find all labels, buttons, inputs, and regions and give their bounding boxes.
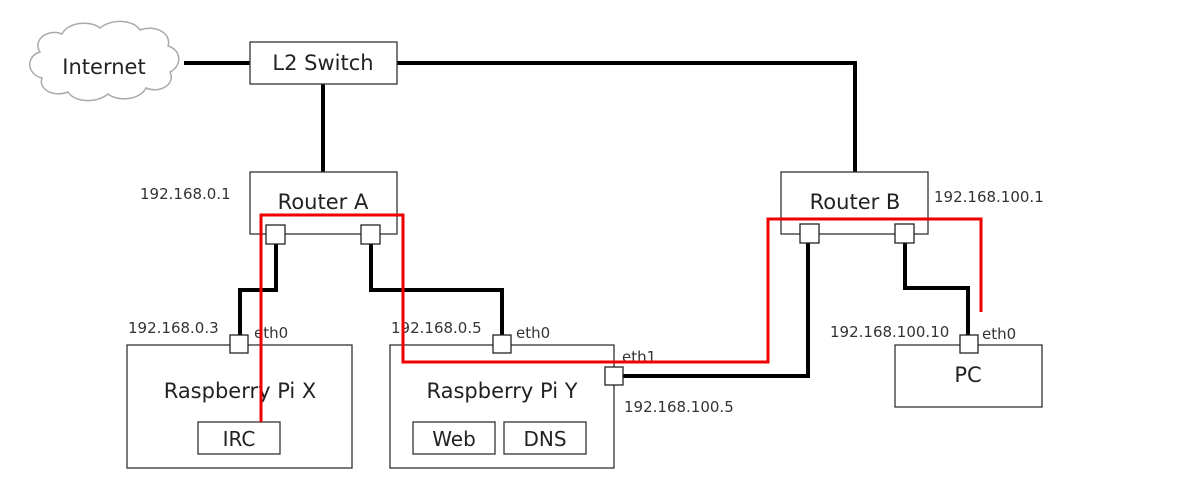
service-irc[interactable]: IRC [197, 421, 281, 455]
internet-cloud[interactable]: Internet [29, 20, 180, 102]
pc-eth0-port[interactable] [959, 334, 979, 354]
router-b-port-1[interactable] [799, 223, 820, 244]
wire-router-a-pi-x [238, 244, 278, 335]
pi-y-eth0-label: eth0 [516, 324, 550, 342]
pi-y-eth1-ip: 192.168.100.5 [624, 398, 734, 416]
pi-x-eth0-label: eth0 [254, 324, 288, 342]
pc-ip: 192.168.100.10 [830, 323, 949, 341]
pi-x-eth0-port[interactable] [229, 334, 249, 354]
pc[interactable]: PC [894, 334, 1043, 408]
pi-y-label: Raspberry Pi Y [426, 379, 577, 403]
raspberry-pi-y[interactable]: Raspberry Pi Y Web DNS [389, 334, 624, 469]
service-web-label: Web [432, 427, 476, 451]
wire-pi-y-router-b [622, 242, 810, 378]
pi-y-eth0-port[interactable] [492, 334, 512, 354]
router-b[interactable]: Router B [780, 171, 929, 244]
wire-router-b-pc [903, 242, 970, 335]
router-a[interactable]: Router A [249, 171, 398, 245]
wire-switch-router-b [396, 61, 857, 172]
router-a-port-2[interactable] [360, 224, 381, 245]
pi-x-label: Raspberry Pi X [164, 379, 317, 403]
wires [184, 61, 970, 378]
router-b-label: Router B [810, 190, 901, 214]
pc-eth0-label: eth0 [982, 325, 1016, 343]
pi-y-eth0-ip: 192.168.0.5 [391, 319, 482, 337]
cloud-icon [29, 20, 180, 102]
pi-x-ip: 192.168.0.3 [128, 319, 219, 337]
internet-label: Internet [62, 55, 145, 79]
highlighted-route [259, 213, 983, 422]
router-a-label: Router A [278, 190, 369, 214]
service-dns-label: DNS [523, 427, 566, 451]
router-a-port-1[interactable] [265, 224, 286, 245]
l2-switch[interactable]: L2 Switch [249, 41, 398, 85]
raspberry-pi-x[interactable]: Raspberry Pi X IRC [126, 334, 353, 469]
switch-label: L2 Switch [272, 51, 373, 75]
wire-router-a-pi-y [369, 244, 504, 335]
pc-label: PC [954, 363, 981, 387]
pi-y-eth1-port[interactable] [604, 366, 624, 386]
router-a-ip: 192.168.0.1 [140, 185, 231, 203]
router-b-ip: 192.168.100.1 [934, 188, 1044, 206]
router-b-port-2[interactable] [894, 223, 915, 244]
service-irc-label: IRC [223, 427, 256, 451]
service-web[interactable]: Web [412, 421, 496, 455]
service-dns[interactable]: DNS [503, 421, 587, 455]
